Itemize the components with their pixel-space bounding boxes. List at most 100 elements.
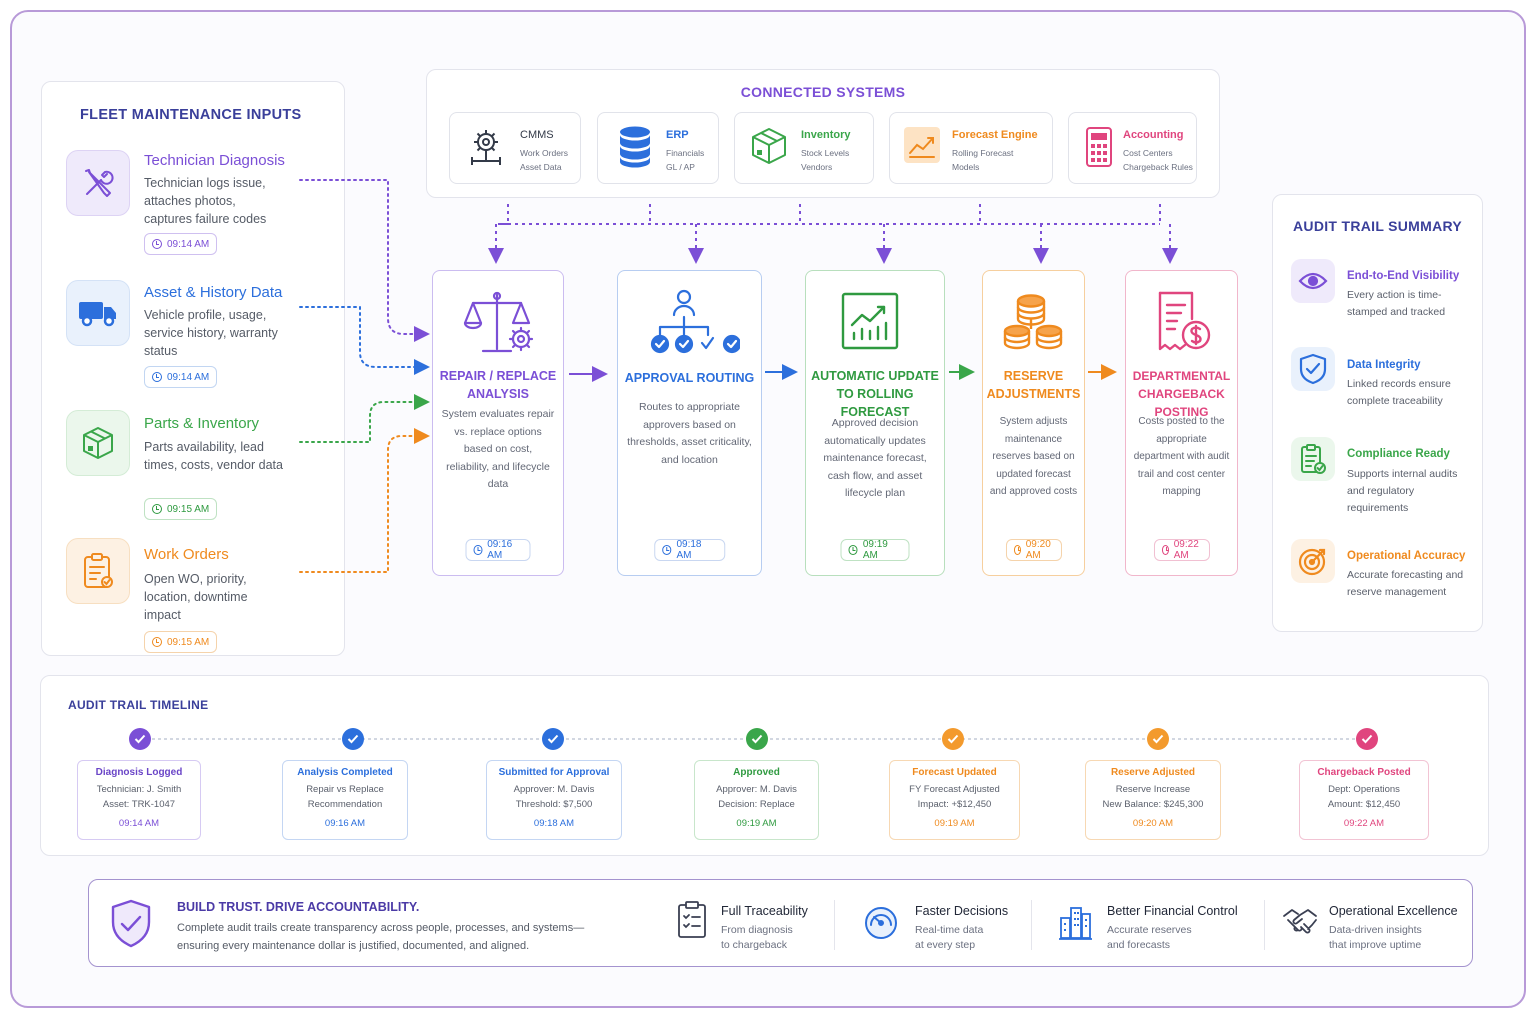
clipboard-check-icon xyxy=(1291,437,1335,481)
package-icon xyxy=(752,128,786,164)
step-desc: Approved decision automatically updates … xyxy=(823,417,927,499)
system-name: Inventory xyxy=(801,129,851,141)
system-sub: Cost Centers xyxy=(1123,148,1173,158)
system-inventory: Inventory Stock Levels Vendors xyxy=(734,112,874,184)
system-sub: GL / AP xyxy=(666,162,695,172)
system-forecast-engine: Forecast Engine Rolling Forecast Models xyxy=(889,112,1053,184)
timeline-check-icon xyxy=(542,728,564,750)
system-erp: ERP Financials GL / AP xyxy=(597,112,719,184)
input-title-parts-inventory: Parts & Inventory xyxy=(144,415,260,432)
step-desc: System evaluates repair vs. replace opti… xyxy=(441,408,555,490)
system-name: Accounting xyxy=(1123,129,1184,141)
summary-item-desc: Accurate forecasting and reserve managem… xyxy=(1347,569,1464,598)
summary-item-title: Operational Accuracy xyxy=(1347,550,1466,562)
gauge-icon xyxy=(865,907,897,939)
summary-item-title: Compliance Ready xyxy=(1347,448,1450,460)
clock-icon xyxy=(1013,545,1021,555)
clock-icon xyxy=(152,637,162,647)
step-approval-routing: APPROVAL ROUTING Routes to appropriate a… xyxy=(617,270,762,576)
handshake-icon xyxy=(1283,909,1317,934)
truck-icon xyxy=(66,280,130,346)
timeline-check-icon xyxy=(129,728,151,750)
inputs-panel: FLEET MAINTENANCE INPUTS Technician Diag… xyxy=(41,81,345,656)
approval-hierarchy-icon xyxy=(650,289,740,354)
timeline-check-icon xyxy=(1356,728,1378,750)
clock-icon xyxy=(152,372,162,382)
banner-desc: Complete audit trails create transparenc… xyxy=(177,922,585,952)
time-pill: 09:20 AM xyxy=(1005,539,1062,561)
system-sub: Work Orders xyxy=(520,148,569,158)
growth-chart-icon xyxy=(841,292,899,350)
wrench-screwdriver-icon xyxy=(66,150,130,216)
timeline-check-icon xyxy=(942,728,964,750)
time-pill: 09:22 AM xyxy=(1153,539,1210,561)
gear-network-icon xyxy=(471,130,501,165)
clock-icon xyxy=(473,545,483,555)
invoice-dollar-icon xyxy=(1158,291,1211,351)
clock-icon xyxy=(848,545,858,555)
input-title-technician-diagnosis: Technician Diagnosis xyxy=(144,152,285,169)
benefit-title: Operational Excellence xyxy=(1329,904,1458,918)
time-pill: 09:15 AM xyxy=(144,498,218,520)
input-desc-technician-diagnosis: Technician logs issue, attaches photos, … xyxy=(144,176,267,226)
summary-item-desc: Every action is time-stamped and tracked xyxy=(1347,289,1446,318)
calculator-icon xyxy=(1086,127,1112,167)
summary-panel: AUDIT TRAIL SUMMARY End-to-End Visibilit… xyxy=(1272,194,1483,632)
timeline-check-icon xyxy=(342,728,364,750)
benefit-title: Full Traceability xyxy=(721,904,808,918)
system-sub: Models xyxy=(952,162,980,172)
package-icon xyxy=(66,410,130,476)
step-desc: Costs posted to the appropriate departme… xyxy=(1133,416,1230,497)
input-desc-parts-inventory: Parts availability, lead times, costs, v… xyxy=(144,440,283,472)
summary-item-desc: Supports internal audits and regulatory … xyxy=(1347,468,1458,514)
timeline-title: AUDIT TRAIL TIMELINE xyxy=(68,698,209,712)
systems-title: CONNECTED SYSTEMS xyxy=(740,84,906,100)
time-pill: 09:14 AM xyxy=(144,366,218,388)
time-pill: 09:19 AM xyxy=(840,539,910,561)
system-sub: Vendors xyxy=(801,162,833,172)
benefit-title: Better Financial Control xyxy=(1107,904,1238,918)
step-desc: Routes to appropriate approvers based on… xyxy=(627,401,752,466)
system-sub: Stock Levels xyxy=(801,148,850,158)
buildings-chart-icon xyxy=(1059,907,1092,940)
system-sub: Rolling Forecast xyxy=(952,148,1014,158)
system-sub: Financials xyxy=(666,148,705,158)
database-icon xyxy=(620,126,650,168)
system-name: CMMS xyxy=(520,129,554,141)
time-pill: 09:16 AM xyxy=(465,539,531,561)
shield-check-icon xyxy=(1291,347,1335,391)
inputs-title: FLEET MAINTENANCE INPUTS xyxy=(80,107,302,123)
time-pill: 09:18 AM xyxy=(653,539,726,561)
trust-banner: BUILD TRUST. DRIVE ACCOUNTABILITY. Compl… xyxy=(88,879,1473,967)
target-icon xyxy=(1291,539,1335,583)
system-accounting: Accounting Cost Centers Chargeback Rules xyxy=(1068,112,1197,184)
system-name: ERP xyxy=(666,129,689,141)
time-pill: 09:14 AM xyxy=(144,233,218,255)
benefit-title: Faster Decisions xyxy=(915,904,1009,918)
time-pill: 09:15 AM xyxy=(144,631,218,653)
timeline-event: Submitted for Approval Approver: M. Davi… xyxy=(486,760,622,840)
summary-title: AUDIT TRAIL SUMMARY xyxy=(1293,218,1463,234)
clock-icon xyxy=(152,239,162,249)
eye-icon xyxy=(1291,259,1335,303)
system-sub: Asset Data xyxy=(520,162,562,172)
clock-icon xyxy=(661,545,672,555)
shield-check-icon xyxy=(111,899,151,948)
system-name: Forecast Engine xyxy=(952,129,1038,141)
